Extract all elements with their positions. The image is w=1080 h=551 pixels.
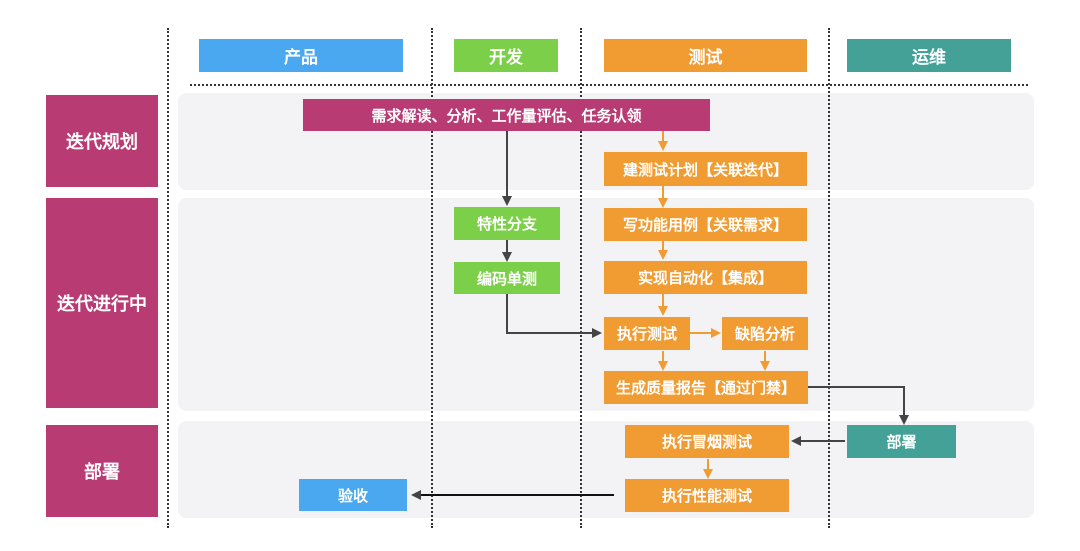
node-write-cases: 写功能用例【关联需求】 (604, 208, 807, 241)
lane-dev-header: 开发 (454, 39, 558, 72)
node-automation: 实现自动化【集成】 (604, 261, 807, 294)
lane-separator (431, 28, 433, 528)
node-feature-branch: 特性分支 (454, 207, 560, 240)
phase-planning: 迭代规划 (46, 95, 158, 187)
arrow-unit-to-exec (506, 293, 602, 338)
phase-in-progress: 迭代进行中 (46, 198, 158, 408)
header-separator (190, 84, 1028, 86)
node-execute-test: 执行测试 (604, 317, 690, 350)
node-smoke-test: 执行冒烟测试 (625, 425, 789, 458)
arrow-report-to-deploy (808, 386, 909, 425)
node-requirements: 需求解读、分析、工作量评估、任务认领 (303, 99, 710, 131)
lane-separator (828, 28, 830, 528)
node-quality-report: 生成质量报告【通过门禁】 (604, 371, 808, 404)
lane-test-header: 测试 (604, 39, 807, 72)
phase-deploy: 部署 (46, 425, 158, 517)
lane-separator (580, 28, 582, 528)
node-unit-test: 编码单测 (454, 262, 560, 294)
node-deploy: 部署 (847, 425, 956, 458)
lane-ops-header: 运维 (847, 39, 1011, 72)
lane-separator (167, 28, 169, 528)
node-perf-test: 执行性能测试 (625, 479, 789, 512)
node-acceptance: 验收 (299, 479, 407, 511)
node-defect-analysis: 缺陷分析 (722, 317, 808, 350)
node-test-plan: 建测试计划【关联迭代】 (604, 152, 807, 186)
lane-product-header: 产品 (199, 39, 403, 72)
